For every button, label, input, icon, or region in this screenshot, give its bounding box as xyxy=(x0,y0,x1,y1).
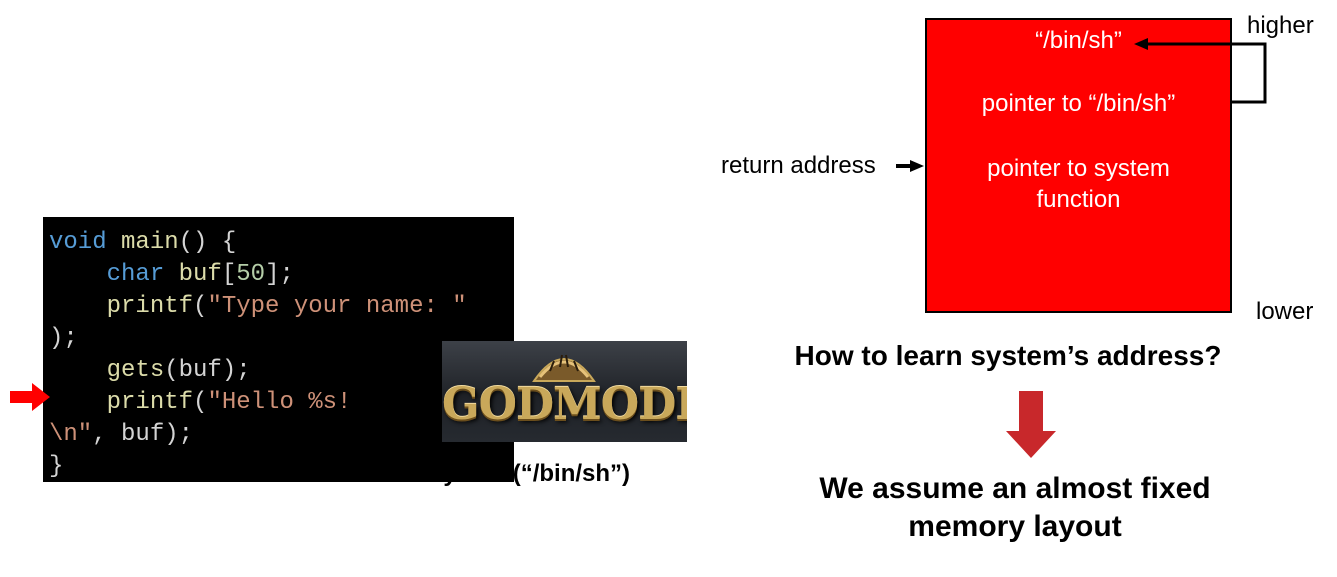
godmode-image: GODMODE xyxy=(442,341,687,442)
code-token: (buf); xyxy=(164,357,251,384)
code-token: void xyxy=(49,229,107,256)
godmode-logo: GODMODE xyxy=(442,379,687,430)
stack-entry-pointer-system: pointer to system xyxy=(987,155,1170,182)
code-token: \n" xyxy=(49,421,93,448)
code-panel: void main() { char buf[50]; printf("Type… xyxy=(43,217,514,482)
code-token: [ xyxy=(221,261,237,288)
code-line: void main() { xyxy=(49,227,514,259)
code-token: "Hello %s! xyxy=(207,389,352,416)
pointer-bracket-line xyxy=(1146,42,1267,104)
conclusion-text: We assume an almost fixed memory layout xyxy=(760,470,1270,546)
stack-entry-binsh: “/bin/sh” xyxy=(1035,27,1122,54)
code-token: () { xyxy=(178,229,237,256)
down-arrow-icon xyxy=(1006,391,1056,458)
return-address-arrowhead-icon xyxy=(910,160,924,172)
code-line: ); xyxy=(49,323,514,355)
code-token: ( xyxy=(193,389,208,416)
conclusion-line-2: memory layout xyxy=(908,510,1122,543)
label-return-address: return address xyxy=(721,152,876,179)
question-heading: How to learn system’s address? xyxy=(794,340,1222,371)
label-lower: lower xyxy=(1256,298,1314,325)
code-token: ); xyxy=(49,325,78,352)
label-higher: higher xyxy=(1247,12,1314,39)
code-token: 50 xyxy=(236,261,266,288)
code-token: main xyxy=(121,229,179,256)
code-token: "Type your name: " xyxy=(207,293,467,320)
code-token: , buf); xyxy=(92,421,194,448)
code-token: gets xyxy=(106,357,165,384)
code-token: char xyxy=(106,261,165,288)
stack-entry-pointer-system-2: function xyxy=(1036,186,1121,213)
code-line: \n", buf); xyxy=(49,419,514,451)
stack-entry-pointer-binsh: pointer to “/bin/sh” xyxy=(981,90,1176,117)
code-line: char buf[50]; xyxy=(49,259,514,291)
code-line: printf("Type your name: " xyxy=(49,291,514,323)
stack-frame-box xyxy=(925,18,1232,313)
code-token: ]; xyxy=(265,261,294,288)
code-line: printf("Hello %s! xyxy=(49,387,514,419)
helmet-icon xyxy=(532,354,596,382)
system-call-caption: system(“/bin/sh”) xyxy=(430,460,631,487)
code-token: buf xyxy=(178,261,222,288)
code-token: printf xyxy=(106,389,194,416)
code-token: ( xyxy=(193,293,208,320)
code-token: } xyxy=(49,453,64,480)
conclusion-line-1: We assume an almost fixed xyxy=(819,472,1211,505)
pointer-arrowhead-icon xyxy=(1134,38,1148,50)
code-line: } xyxy=(49,451,514,483)
current-line-arrow-icon xyxy=(10,383,50,411)
code-token: printf xyxy=(106,293,194,320)
code-line: gets(buf); xyxy=(49,355,514,387)
